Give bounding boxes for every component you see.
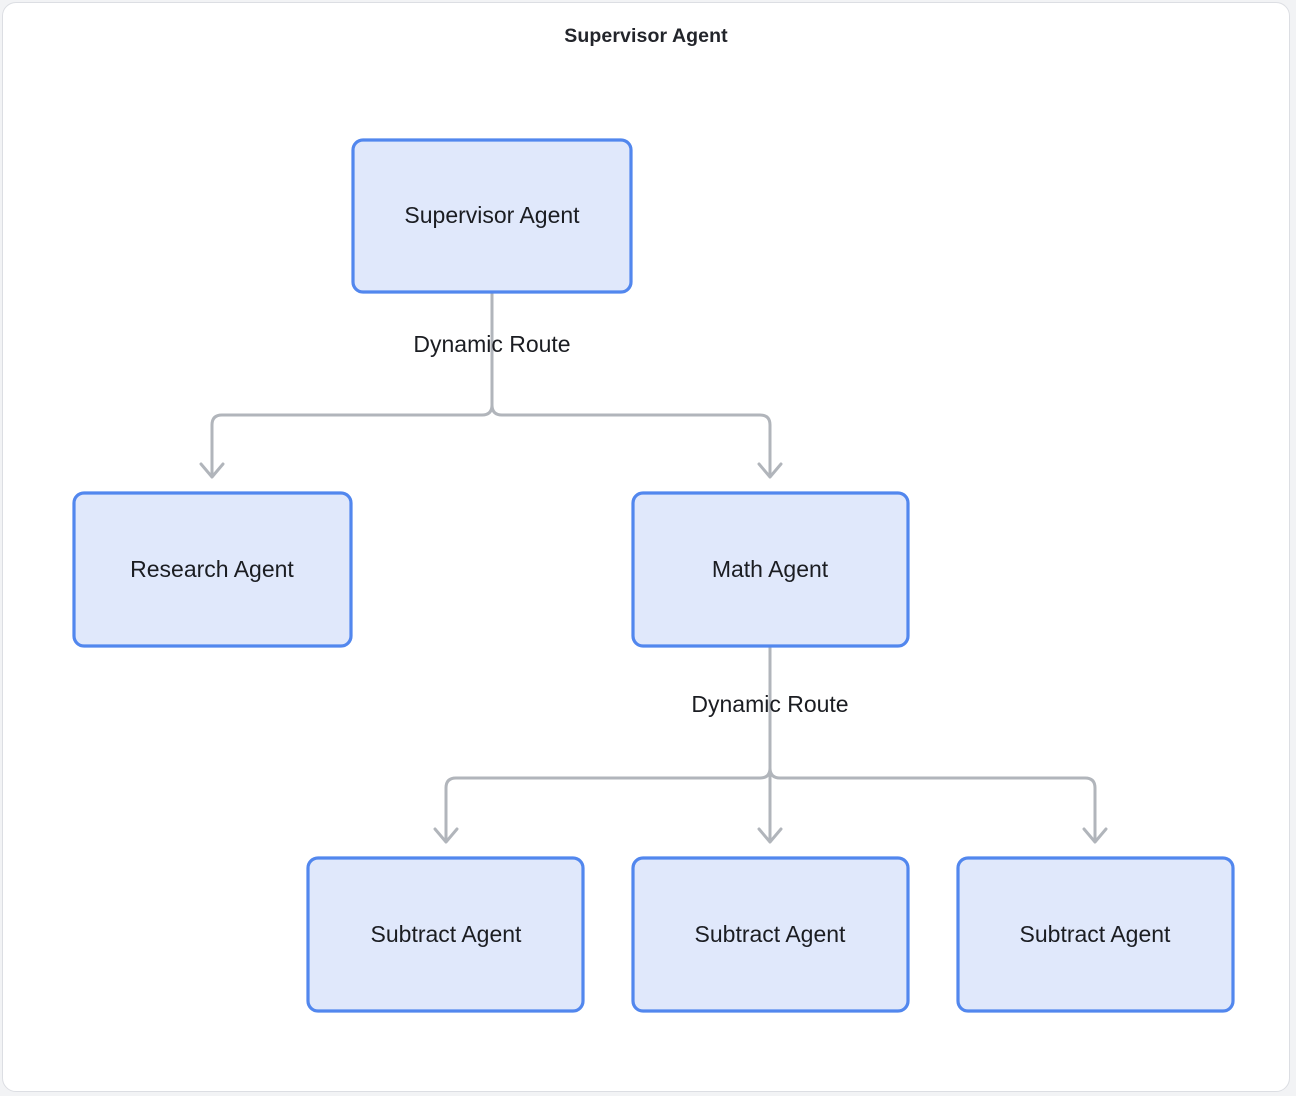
- edge-line: [444, 644, 772, 842]
- node-subtract-2[interactable]: Subtract Agent: [631, 856, 910, 1013]
- node-subtract-3[interactable]: Subtract Agent: [956, 856, 1235, 1013]
- edges-layer: [199, 290, 1108, 844]
- arrow-head-icon: [199, 462, 225, 479]
- arrow-head-icon: [433, 827, 459, 844]
- node-box[interactable]: [631, 856, 910, 1013]
- node-label: Math Agent: [712, 556, 829, 582]
- node-math[interactable]: Math Agent: [631, 491, 910, 648]
- arrow-head-icon: [757, 462, 783, 479]
- node-label: Subtract Agent: [695, 921, 846, 947]
- edge-line: [768, 644, 1097, 842]
- node-box[interactable]: [72, 491, 353, 648]
- arrow-head-icon: [757, 827, 783, 844]
- edge-line: [490, 290, 772, 477]
- node-label: Subtract Agent: [371, 921, 522, 947]
- edge-label-label-supervisor-route: Dynamic Route: [413, 331, 570, 357]
- node-label: Supervisor Agent: [404, 202, 580, 228]
- edge-math-to-subtract-1: [433, 644, 772, 844]
- node-supervisor[interactable]: Supervisor Agent: [351, 138, 633, 294]
- node-label: Research Agent: [130, 556, 294, 582]
- edge-supervisor-to-math: [490, 290, 783, 479]
- node-subtract-1[interactable]: Subtract Agent: [306, 856, 585, 1013]
- node-box[interactable]: [956, 856, 1235, 1013]
- node-label: Subtract Agent: [1020, 921, 1171, 947]
- edge-math-to-subtract-3: [768, 644, 1108, 844]
- node-box[interactable]: [351, 138, 633, 294]
- node-box[interactable]: [631, 491, 910, 648]
- page-title: Supervisor Agent: [564, 25, 728, 47]
- edge-supervisor-to-research: [199, 290, 494, 479]
- node-box[interactable]: [306, 856, 585, 1013]
- edge-line: [210, 290, 494, 477]
- node-research[interactable]: Research Agent: [72, 491, 353, 648]
- arrow-head-icon: [1082, 827, 1108, 844]
- edge-label-label-math-route: Dynamic Route: [691, 691, 848, 717]
